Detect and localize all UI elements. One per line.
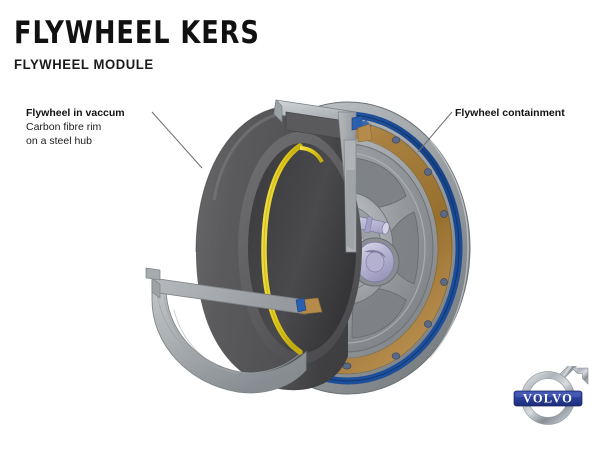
flywheel-rim [195,105,362,391]
title-block: FLYWHEEL KERS FLYWHEEL MODULE [14,15,354,73]
page-title: FLYWHEEL KERS [14,15,260,51]
housing-cutaway-top [273,99,373,253]
callout-left-heading: Flywheel in vaccum [26,107,125,119]
leader-line-right [417,111,453,153]
leader-line-left [151,111,203,169]
housing-cutaway-lower [145,267,323,394]
seal-ring-yellow [261,143,324,355]
callout-left-line3: on a steel hub [26,135,92,148]
page-subtitle: FLYWHEEL MODULE [14,57,154,72]
callout-right-heading: Flywheel containment [455,107,565,119]
volvo-wordmark: VOLVO [523,392,573,406]
callout-flywheel-in-vacuum: Flywheel in vaccum Carbon fibre rim on a… [26,106,125,149]
callout-flywheel-containment: Flywheel containment [455,106,565,120]
callout-left-line2: Carbon fibre rim [26,121,102,134]
volvo-logo: VOLVO [513,366,589,425]
leader-lines [151,111,453,169]
